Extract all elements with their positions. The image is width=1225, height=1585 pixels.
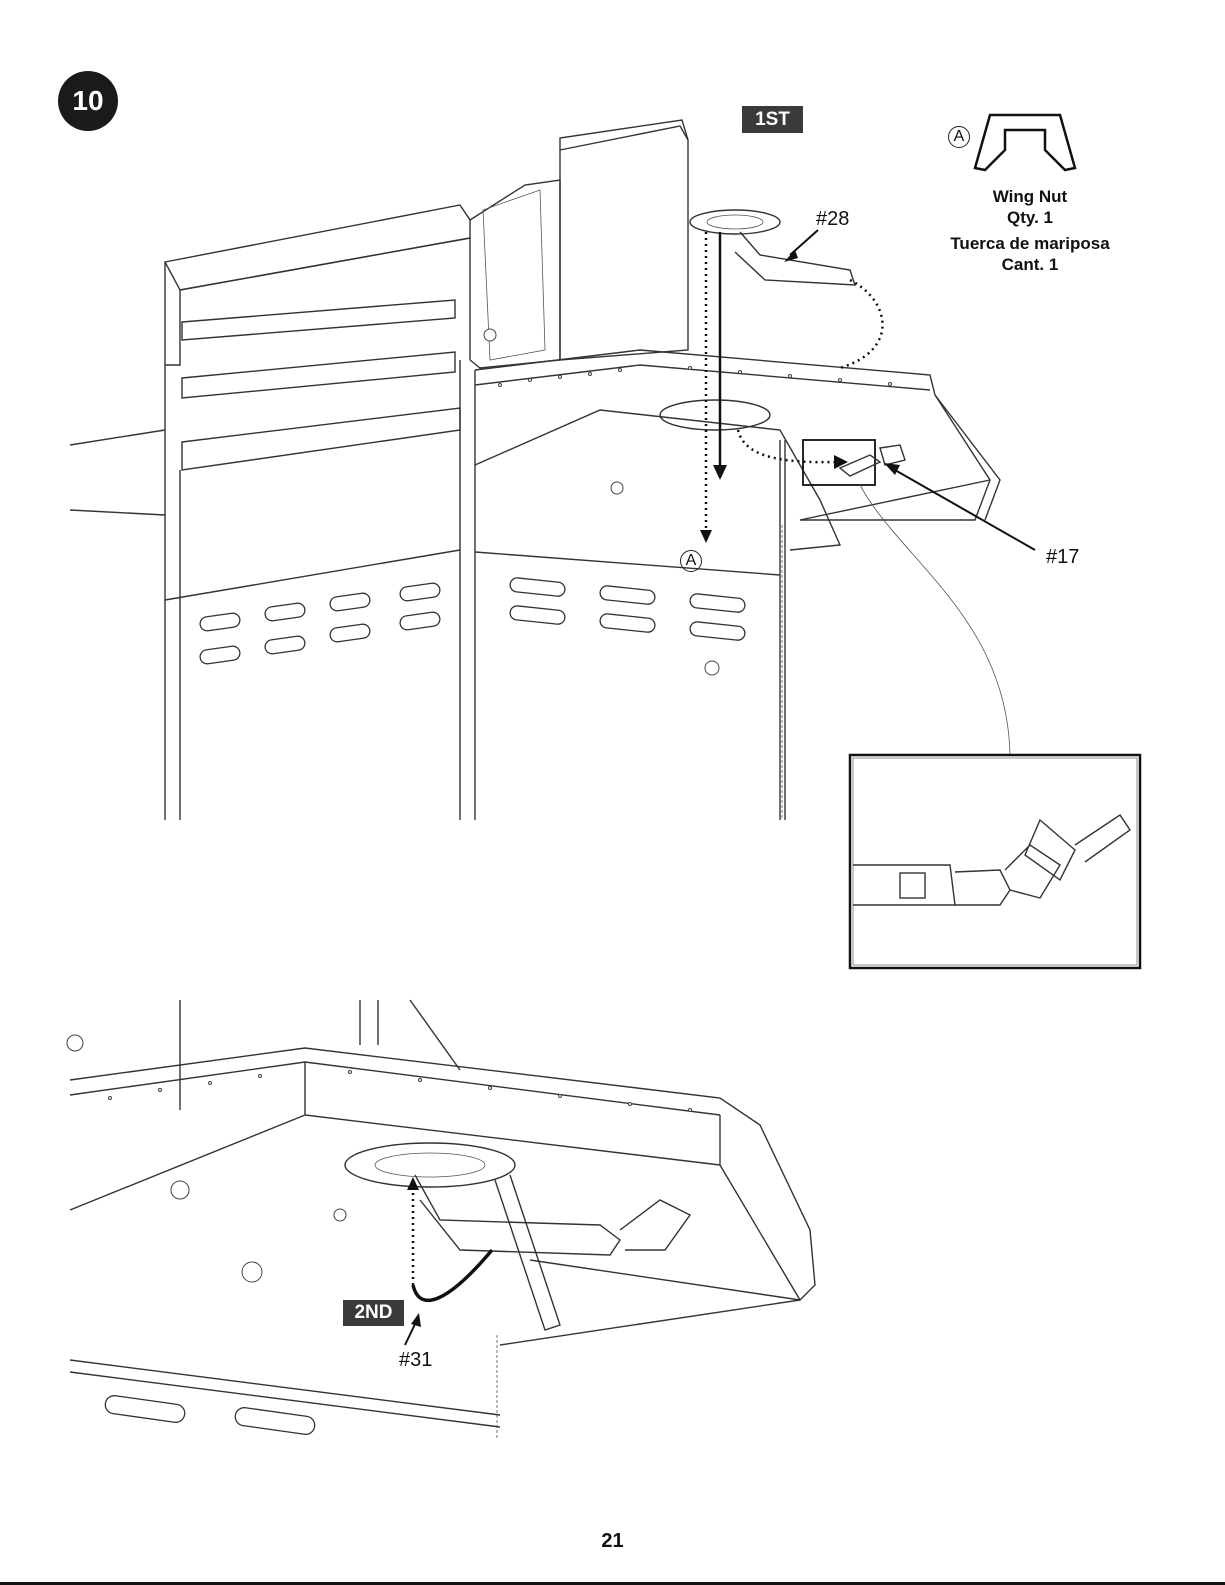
hardware-letter-badge-diagram: A [680,550,702,572]
callout-part-31: #31 [399,1349,432,1372]
bottom-figure-side-burner [67,1000,815,1440]
hardware-letter-badge: A [948,126,970,148]
step-number-badge: 10 [58,71,118,131]
wing-nut-icon [975,115,1075,170]
top-figure-grill [70,120,1035,820]
vent-slots [199,577,745,664]
hardware-qty-es: Cant. 1 [930,254,1130,275]
callout-part-17: #17 [1046,546,1079,569]
page-number: 21 [0,1530,1225,1553]
callout-part-28: #28 [816,208,849,231]
hardware-name-es: Tuerca de mariposa [930,233,1130,254]
hardware-qty-en: Qty. 1 [930,207,1130,228]
second-step-tag: 2ND [343,1300,404,1326]
detail-inset [850,755,1140,968]
hardware-name-en: Wing Nut [930,186,1130,207]
first-step-tag: 1ST [742,106,803,133]
